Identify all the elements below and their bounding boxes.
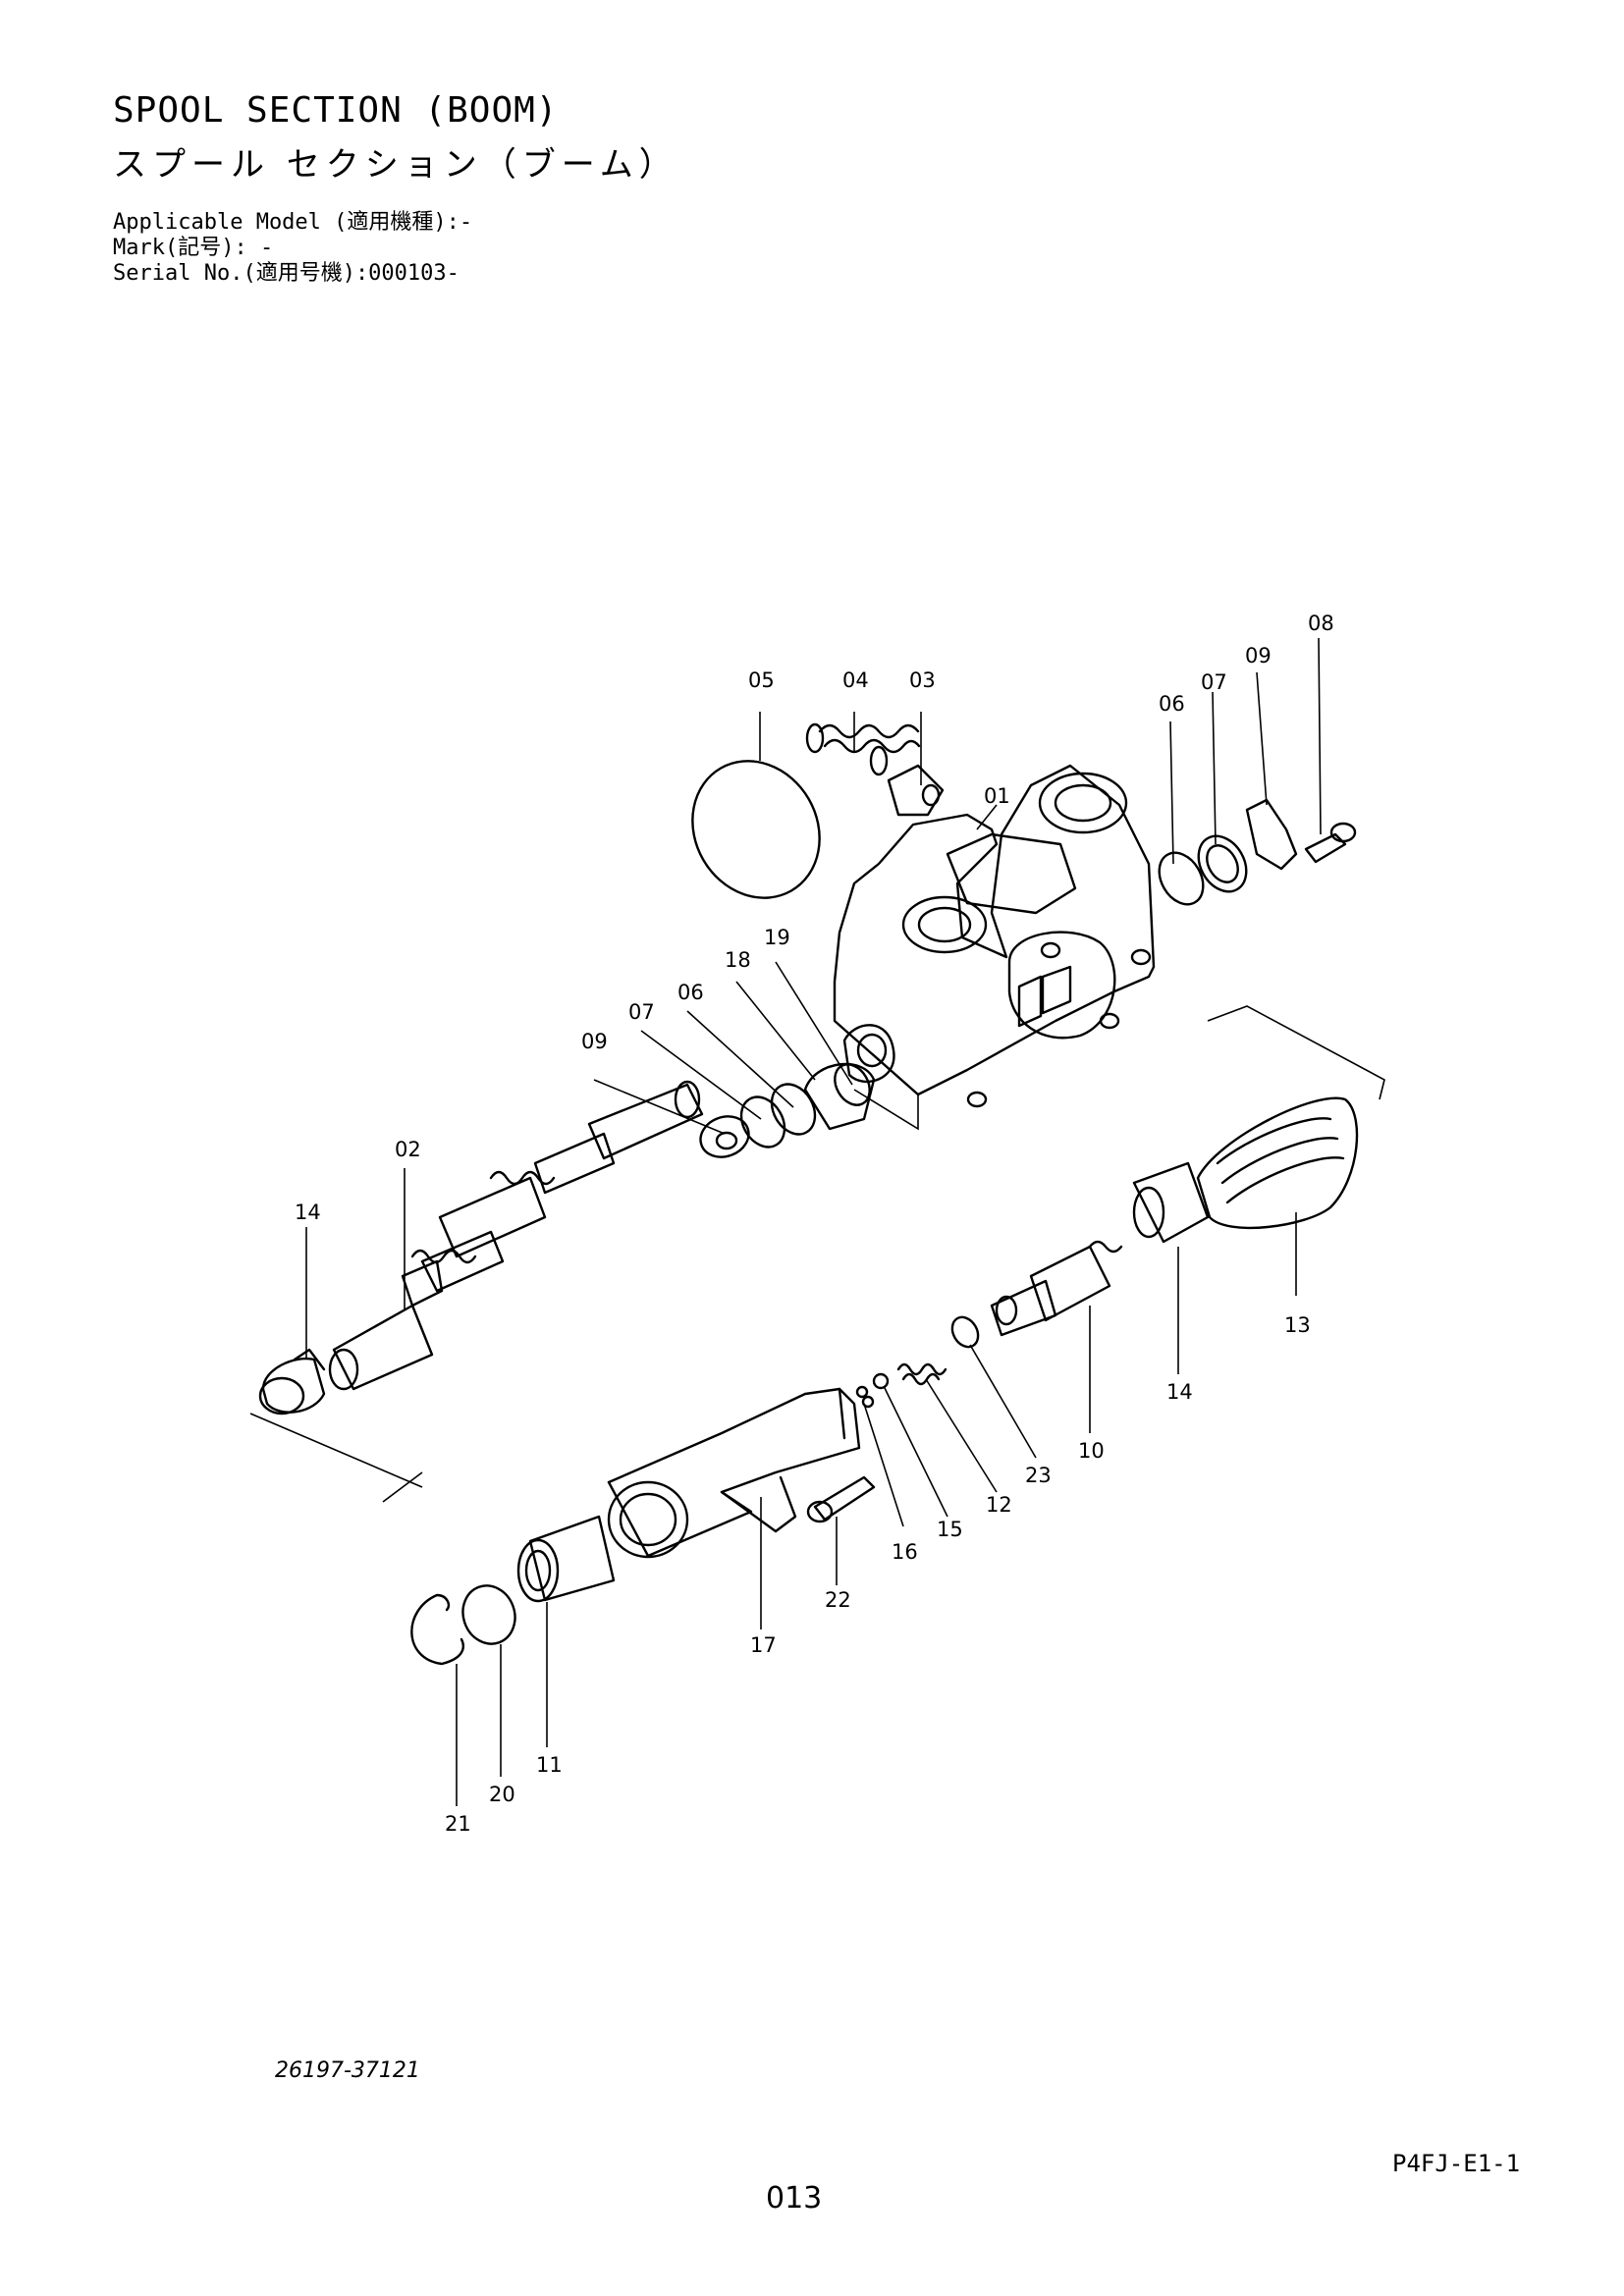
- valve-body-icon: [833, 764, 1156, 1131]
- snap-ring-icon: [410, 1593, 464, 1666]
- page-title: SPOOL SECTION (BOOM): [113, 90, 559, 131]
- page-number: 013: [766, 2181, 823, 2216]
- callout-21: 21: [445, 1812, 471, 1836]
- small-spring-icon: [896, 1362, 947, 1386]
- callout-01: 01: [984, 784, 1010, 808]
- socket-screw-icon: [806, 1475, 876, 1523]
- flange-left-icon: [699, 1115, 750, 1158]
- bolt-icon: [1304, 822, 1357, 864]
- callout-02: 02: [395, 1138, 421, 1161]
- mark: Mark(記号): -: [113, 236, 274, 260]
- serial-number: Serial No.(適用号機):000103-: [113, 261, 460, 286]
- page-code: P4FJ-E1-1: [1392, 2150, 1521, 2177]
- callout-14-right: 14: [1166, 1380, 1193, 1404]
- o-ring-tiny-icon: [855, 1385, 869, 1399]
- reference-line-left: [249, 1413, 423, 1488]
- o-ring-icon: [1158, 851, 1205, 906]
- callout-03: 03: [909, 668, 936, 692]
- spring-icon: [805, 722, 921, 776]
- callout-13: 13: [1284, 1313, 1311, 1337]
- callout-15: 15: [937, 1518, 963, 1541]
- sleeve-left-icon: [328, 1304, 434, 1391]
- flange-icon: [1245, 798, 1298, 871]
- drawing-number: 26197-37121: [275, 2058, 420, 2083]
- return-spring-icon: [1196, 1096, 1359, 1230]
- backup-ring-left-icon: [739, 1095, 786, 1148]
- callout-10: 10: [1078, 1439, 1105, 1463]
- o-ring-tiny-2-icon: [861, 1395, 875, 1409]
- callout-20: 20: [489, 1783, 515, 1806]
- backup-ring-icon: [1197, 834, 1248, 893]
- callout-09-left: 09: [581, 1030, 608, 1053]
- o-ring-left-icon: [770, 1083, 817, 1136]
- callout-08: 08: [1308, 612, 1334, 635]
- reference-line-right: [1207, 1005, 1385, 1100]
- callout-labels: 01 02 03 04 05 06 06 07 07 08 09 09 10 1…: [295, 612, 1334, 1836]
- callout-09-right: 09: [1245, 644, 1272, 667]
- flange-left-hole-icon: [715, 1131, 738, 1150]
- callout-07-left: 07: [628, 1000, 655, 1024]
- callout-18: 18: [725, 948, 751, 972]
- poppet-icon: [887, 764, 945, 817]
- applicable-model: Applicable Model (適用機種):-: [113, 210, 473, 235]
- cap-right-icon: [1132, 1161, 1210, 1244]
- callout-07-right: 07: [1201, 670, 1227, 694]
- callout-22: 22: [825, 1588, 851, 1612]
- callout-12: 12: [986, 1493, 1012, 1517]
- callout-04: 04: [842, 668, 869, 692]
- callout-14-left: 14: [295, 1201, 321, 1224]
- o-ring-small-icon: [950, 1315, 980, 1349]
- callout-16: 16: [892, 1540, 918, 1564]
- leader-lines: [305, 637, 1322, 1806]
- callout-05: 05: [748, 668, 775, 692]
- reference-line-left-2: [382, 1471, 423, 1503]
- page-title-japanese: スプール セクション（ブーム）: [113, 145, 678, 185]
- callout-11: 11: [536, 1753, 563, 1777]
- callout-17: 17: [750, 1633, 777, 1657]
- plug-icon: [461, 1584, 516, 1645]
- sleeve-icon: [516, 1515, 616, 1603]
- spool-end-icon: [990, 1240, 1123, 1337]
- cover-plate-icon: [691, 760, 821, 899]
- ball-icon: [872, 1372, 890, 1390]
- callout-06-left: 06: [677, 981, 704, 1004]
- housing-icon: [607, 1387, 861, 1559]
- callout-23: 23: [1025, 1464, 1052, 1487]
- callout-19: 19: [764, 926, 790, 949]
- callout-06-right: 06: [1159, 692, 1185, 716]
- cap-left-icon: [258, 1348, 326, 1415]
- spool-icon: [401, 1080, 704, 1308]
- backup-ring-inner-icon: [1206, 844, 1239, 883]
